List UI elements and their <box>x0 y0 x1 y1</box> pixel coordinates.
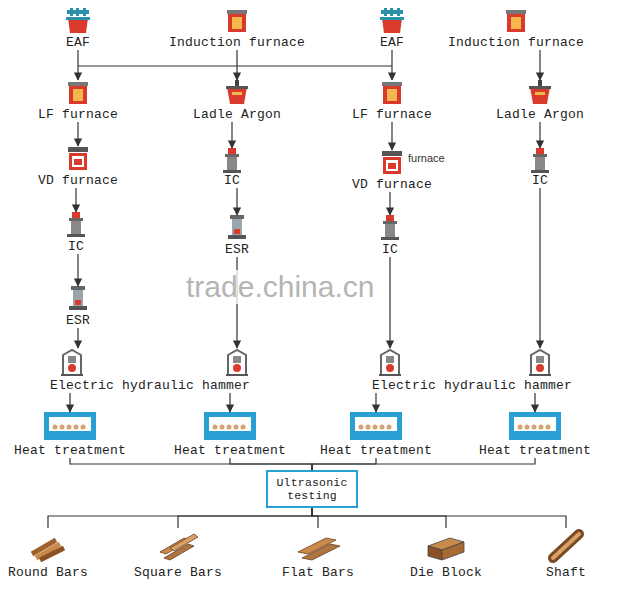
process-step: Heat treatment <box>165 412 295 458</box>
watermark: trade.china.cn <box>186 270 374 304</box>
step-label: IC <box>365 243 415 257</box>
step-label: Induction furnace <box>152 36 322 50</box>
process-step: EAF <box>48 8 108 50</box>
step-label: Ladle Argon <box>485 108 595 122</box>
flow-connector <box>75 188 76 212</box>
process-step: EAF <box>362 8 422 50</box>
step-label: EAF <box>48 36 108 50</box>
process-step: Induction furnace <box>152 8 322 50</box>
flow-connector <box>48 508 312 528</box>
flow-connector <box>534 393 535 412</box>
flow-connector <box>178 508 312 528</box>
process-step: IC <box>207 148 257 188</box>
flow-connector <box>539 50 540 80</box>
step-label: Ultrasonic testing <box>271 476 353 502</box>
process-step: Ladle Argon <box>485 80 595 122</box>
process-step: Ladle Argon <box>182 80 292 122</box>
flow-connector <box>539 122 540 148</box>
process-step: LF furnace <box>342 80 442 122</box>
flow-connector <box>312 508 318 528</box>
step-label: Flat Bars <box>273 566 363 580</box>
process-step: Heat treatment <box>470 412 600 458</box>
process-step: ESR <box>53 286 103 328</box>
step-label: Electric hydraulic hammer <box>18 379 282 393</box>
flow-connector <box>312 508 566 528</box>
flow-connector <box>77 254 78 286</box>
process-step: Heat treatment <box>5 412 135 458</box>
flow-connector <box>539 188 540 348</box>
process-step: Flat Bars <box>273 528 363 580</box>
process-step: Electric hydraulic hammer <box>344 348 600 393</box>
step-label: Ladle Argon <box>182 108 292 122</box>
flow-connector <box>77 122 78 146</box>
process-step: IC <box>365 215 415 257</box>
step-label: ESR <box>53 314 103 328</box>
step-label: Round Bars <box>3 566 93 580</box>
process-step: Square Bars <box>128 528 228 580</box>
step-label: Shaft <box>533 566 599 580</box>
step-label: Induction furnace <box>431 36 601 50</box>
step-label: IC <box>515 174 565 188</box>
step-label: Heat treatment <box>5 444 135 458</box>
step-label: LF furnace <box>342 108 442 122</box>
process-step: Shaft <box>533 528 599 580</box>
flow-connector <box>312 458 535 470</box>
step-label: LF furnace <box>28 108 128 122</box>
process-step: Electric hydraulic hammer <box>18 348 282 393</box>
flow-connector <box>375 393 376 412</box>
process-step: Induction furnace <box>431 8 601 50</box>
step-label: Square Bars <box>128 566 228 580</box>
note-label: furnace <box>408 152 445 164</box>
process-step: Heat treatment <box>311 412 441 458</box>
step-label: Heat treatment <box>165 444 295 458</box>
process-step: LF furnace <box>28 80 128 122</box>
flow-connector <box>69 393 70 412</box>
step-label: Heat treatment <box>311 444 441 458</box>
flow-connector <box>231 122 232 148</box>
step-label: IC <box>207 174 257 188</box>
process-step: IC <box>515 148 565 188</box>
flow-connector <box>312 508 446 528</box>
process-step: Round Bars <box>3 528 93 580</box>
process-step: VD furnace <box>28 146 128 188</box>
flow-connector <box>391 50 392 80</box>
flow-connector <box>70 458 312 470</box>
step-label: VD furnace <box>28 174 128 188</box>
flow-connector <box>236 50 237 80</box>
flow-connector <box>389 257 390 348</box>
flow-connector <box>236 188 237 215</box>
flow-connector <box>77 50 78 80</box>
process-step: ESR <box>212 215 262 257</box>
flow-connector <box>77 328 78 348</box>
process-step: Die Block <box>401 528 491 580</box>
process-step: IC <box>51 212 101 254</box>
step-label: VD furnace <box>342 178 442 192</box>
flow-connector <box>230 458 312 470</box>
step-label: Heat treatment <box>470 444 600 458</box>
flow-connector <box>391 122 392 150</box>
process-box: Ultrasonic testing <box>266 470 358 508</box>
step-label: IC <box>51 240 101 254</box>
step-label: ESR <box>212 243 262 257</box>
step-label: Electric hydraulic hammer <box>344 379 600 393</box>
step-label: Die Block <box>401 566 491 580</box>
flow-connector <box>389 192 390 215</box>
step-label: EAF <box>362 36 422 50</box>
flow-connector <box>229 393 230 412</box>
